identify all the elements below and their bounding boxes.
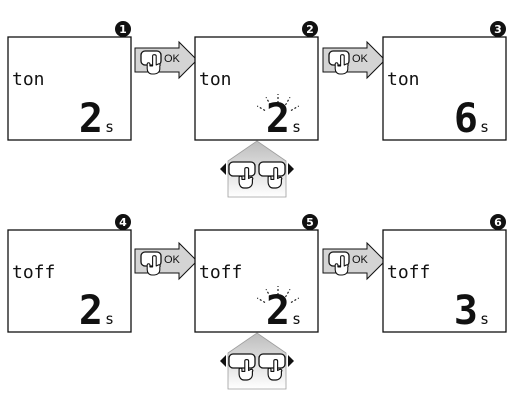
blink-indicator xyxy=(256,94,300,111)
lcd-parameter-label: toff xyxy=(387,262,430,283)
left-key xyxy=(228,353,256,369)
ok-label: OK xyxy=(164,254,181,266)
lcd-frame xyxy=(7,229,132,333)
number-circle-icon xyxy=(302,214,318,230)
hand-press-icon xyxy=(334,255,349,276)
lcd-parameter-label: toff xyxy=(12,262,55,283)
lcd-unit: s xyxy=(105,118,114,136)
hand-press-icon xyxy=(267,167,283,189)
step-number-badge: 2 xyxy=(302,21,318,37)
triangle-right-icon xyxy=(288,163,294,175)
step-number-badge: 4 xyxy=(115,214,131,230)
number-circle-icon xyxy=(490,21,506,37)
hand-press-icon xyxy=(238,359,254,381)
blink-indicator xyxy=(256,286,300,303)
lcd-frame xyxy=(194,36,319,141)
lcd-unit: s xyxy=(105,310,114,328)
lcd-unit: s xyxy=(292,310,301,328)
lcd-frame xyxy=(7,36,132,141)
lcd-parameter-label: ton xyxy=(12,69,45,90)
arrow-keys-control xyxy=(220,140,294,198)
step-number: 1 xyxy=(119,23,127,36)
ok-key xyxy=(140,251,162,267)
ok-label: OK xyxy=(164,53,181,65)
ok-button-arrow: OK xyxy=(322,241,386,281)
ok-label: OK xyxy=(352,254,369,266)
ok-button-arrow: OK xyxy=(322,40,386,80)
number-circle-icon xyxy=(115,214,131,230)
hand-press-icon xyxy=(238,167,254,189)
right-key xyxy=(258,353,286,369)
lcd-value: 3 xyxy=(454,288,478,334)
step-number-badge: 1 xyxy=(115,21,131,37)
lcd-frame xyxy=(382,229,507,333)
lcd-unit: s xyxy=(480,310,489,328)
lcd-parameter-label: ton xyxy=(387,69,420,90)
arrow-keys-control xyxy=(220,332,294,390)
lcd-unit: s xyxy=(480,118,489,136)
ok-button-arrow: OK xyxy=(134,40,198,80)
step-number-badge: 3 xyxy=(490,21,506,37)
hand-press-icon xyxy=(146,54,161,75)
step-number: 4 xyxy=(119,216,127,229)
number-circle-icon xyxy=(490,214,506,230)
lcd-parameter-label: toff xyxy=(199,262,242,283)
number-circle-icon xyxy=(302,21,318,37)
lcd-value: 6 xyxy=(454,96,478,142)
lcd-parameter-label: ton xyxy=(199,69,232,90)
triangle-left-icon xyxy=(220,355,226,367)
step-number: 2 xyxy=(306,23,314,36)
hand-press-icon xyxy=(146,255,161,276)
ok-key xyxy=(140,50,162,66)
step-number: 5 xyxy=(306,216,314,229)
lcd-frame xyxy=(382,36,507,141)
right-key xyxy=(258,161,286,177)
step-number: 3 xyxy=(494,23,502,36)
step-number: 6 xyxy=(494,216,502,229)
hand-press-icon xyxy=(267,359,283,381)
triangle-right-icon xyxy=(288,355,294,367)
left-key xyxy=(228,161,256,177)
ok-button-arrow: OK xyxy=(134,241,198,281)
lcd-value: 2 xyxy=(79,288,103,334)
ok-label: OK xyxy=(352,53,369,65)
step-number-badge: 6 xyxy=(490,214,506,230)
ok-key xyxy=(328,251,350,267)
lcd-value: 2 xyxy=(79,96,103,142)
ok-key xyxy=(328,50,350,66)
hand-press-icon xyxy=(334,54,349,75)
lcd-frame xyxy=(194,229,319,333)
number-circle-icon xyxy=(115,21,131,37)
lcd-unit: s xyxy=(292,118,301,136)
step-number-badge: 5 xyxy=(302,214,318,230)
triangle-left-icon xyxy=(220,163,226,175)
